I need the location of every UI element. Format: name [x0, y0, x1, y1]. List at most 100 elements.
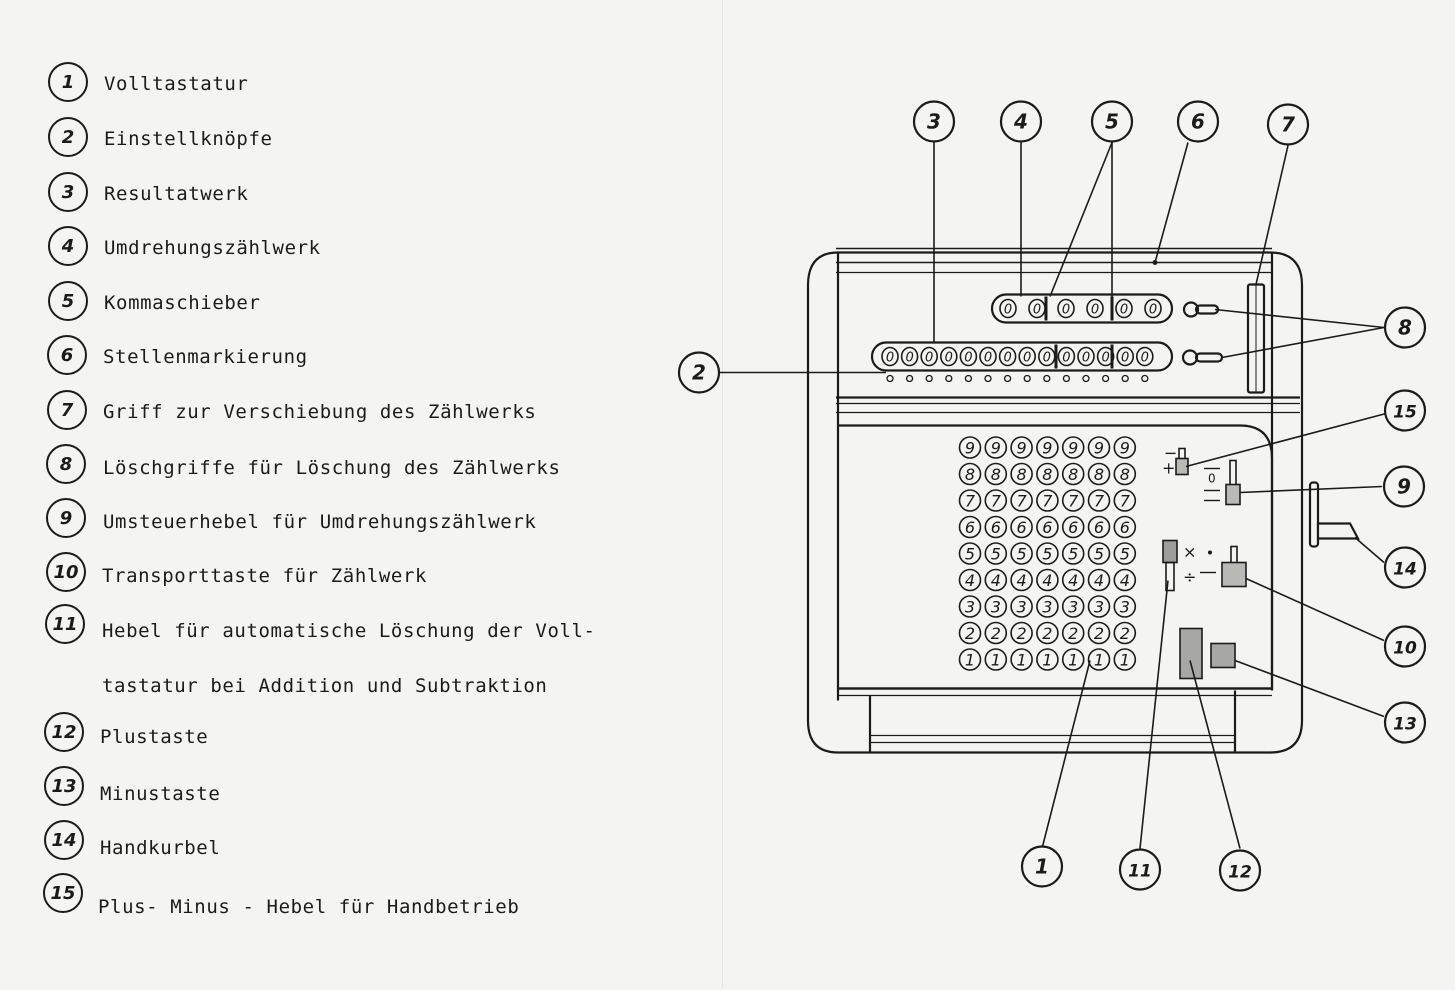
key-1[interactable]: 1 — [1061, 648, 1085, 671]
svg-text:8: 8 — [965, 465, 975, 484]
key-8[interactable]: 8 — [1113, 462, 1137, 486]
operation-symbols: − + × ÷ 0 — [1162, 444, 1216, 587]
key-1[interactable]: 1 — [1087, 648, 1111, 671]
key-6[interactable]: 6 — [1010, 515, 1033, 539]
counter-digit: 0 — [1057, 298, 1075, 319]
svg-text:3: 3 — [927, 110, 941, 134]
setting-knob[interactable] — [1062, 374, 1071, 383]
key-2[interactable]: 2 — [984, 621, 1008, 645]
key-7[interactable]: 7 — [1087, 489, 1111, 512]
setting-knob[interactable] — [1082, 374, 1090, 383]
setting-knob[interactable] — [905, 374, 914, 383]
svg-text:5: 5 — [1068, 545, 1078, 564]
key-2[interactable]: 2 — [1036, 621, 1059, 645]
hand-crank-shaft — [1308, 481, 1320, 548]
result-digit: 0 — [1018, 346, 1036, 367]
setting-knob[interactable] — [925, 374, 933, 383]
key-5[interactable]: 5 — [1113, 542, 1137, 565]
key-7[interactable]: 7 — [1113, 489, 1137, 512]
legend-item-6: 6 Stellenmarkierung — [0, 335, 700, 375]
key-1[interactable]: 1 — [984, 648, 1008, 671]
setting-knob[interactable] — [1043, 374, 1051, 383]
key-8[interactable]: 8 — [1061, 462, 1085, 486]
key-2[interactable]: 2 — [1061, 621, 1085, 645]
result-digit: 0 — [939, 346, 958, 367]
key-9[interactable]: 9 — [958, 436, 982, 459]
setting-knob[interactable] — [886, 374, 894, 383]
key-4[interactable]: 4 — [1087, 568, 1111, 592]
setting-knob[interactable] — [945, 374, 953, 383]
key-7[interactable]: 7 — [984, 489, 1008, 512]
counter-digit: 0 — [1086, 298, 1104, 319]
key-5[interactable]: 5 — [1061, 542, 1085, 565]
key-1[interactable]: 1 — [1113, 648, 1137, 671]
key-8[interactable]: 8 — [1036, 462, 1059, 486]
key-6[interactable]: 6 — [1113, 515, 1137, 539]
svg-text:0: 0 — [1062, 351, 1070, 366]
key-9[interactable]: 9 — [984, 436, 1008, 459]
key-6[interactable]: 6 — [1087, 515, 1111, 539]
key-6[interactable]: 6 — [958, 515, 982, 539]
key-5[interactable]: 5 — [984, 542, 1008, 565]
key-9[interactable]: 9 — [1010, 436, 1033, 459]
svg-text:7: 7 — [965, 492, 976, 511]
setting-knob[interactable] — [964, 374, 973, 383]
svg-text:9: 9 — [991, 439, 1001, 458]
key-1[interactable]: 1 — [1036, 648, 1059, 671]
key-2[interactable]: 2 — [1087, 621, 1111, 645]
key-3[interactable]: 3 — [958, 595, 982, 618]
key-1[interactable]: 1 — [1010, 648, 1033, 671]
key-5[interactable]: 5 — [1036, 542, 1059, 565]
callout-13: 13 — [1383, 701, 1427, 744]
setting-knob[interactable] — [1023, 374, 1031, 383]
key-8[interactable]: 8 — [1087, 462, 1111, 486]
key-4[interactable]: 4 — [1061, 568, 1085, 592]
key-3[interactable]: 3 — [1087, 595, 1111, 618]
key-5[interactable]: 5 — [958, 542, 982, 565]
key-9[interactable]: 9 — [1087, 436, 1111, 459]
setting-knob[interactable] — [1121, 374, 1129, 383]
key-6[interactable]: 6 — [984, 515, 1008, 539]
setting-knob[interactable] — [1141, 374, 1149, 383]
key-8[interactable]: 8 — [958, 462, 982, 486]
key-7[interactable]: 7 — [1061, 489, 1085, 512]
key-6[interactable]: 6 — [1061, 515, 1085, 539]
svg-text:4: 4 — [1120, 571, 1130, 590]
key-1[interactable]: 1 — [958, 648, 982, 671]
key-8[interactable]: 8 — [1010, 462, 1033, 486]
key-3[interactable]: 3 — [1010, 595, 1033, 618]
key-7[interactable]: 7 — [1010, 489, 1033, 512]
callout-2: 2 — [677, 351, 721, 394]
key-3[interactable]: 3 — [1061, 595, 1085, 618]
key-9[interactable]: 9 — [1061, 436, 1085, 459]
key-3[interactable]: 3 — [1036, 595, 1059, 618]
key-4[interactable]: 4 — [1036, 568, 1059, 592]
svg-text:0: 0 — [964, 351, 972, 366]
key-5[interactable]: 5 — [1087, 542, 1111, 565]
callout-10-badge: 10 — [46, 552, 86, 592]
times-symbol: × — [1183, 543, 1196, 562]
key-3[interactable]: 3 — [1113, 595, 1137, 618]
setting-knob[interactable] — [984, 374, 992, 383]
key-7[interactable]: 7 — [1036, 489, 1059, 512]
key-9[interactable]: 9 — [1113, 436, 1137, 459]
setting-knob[interactable] — [1101, 374, 1110, 383]
key-2[interactable]: 2 — [958, 621, 982, 645]
key-4[interactable]: 4 — [1113, 568, 1137, 592]
setting-knob[interactable] — [1003, 374, 1012, 383]
key-6[interactable]: 6 — [1036, 515, 1059, 539]
key-3[interactable]: 3 — [984, 595, 1008, 618]
key-8[interactable]: 8 — [984, 462, 1008, 486]
key-2[interactable]: 2 — [1010, 621, 1033, 645]
svg-text:0: 0 — [1004, 303, 1012, 318]
key-9[interactable]: 9 — [1036, 436, 1059, 459]
legend-item-11: 11 Hebel für automatische Löschung der V… — [0, 604, 700, 704]
key-2[interactable]: 2 — [1113, 621, 1137, 645]
key-4[interactable]: 4 — [958, 568, 982, 592]
zero-symbol: 0 — [1208, 472, 1216, 486]
key-4[interactable]: 4 — [1010, 568, 1033, 592]
key-7[interactable]: 7 — [958, 489, 982, 512]
legend-text-minustaste: Minustaste — [100, 783, 221, 805]
key-4[interactable]: 4 — [984, 568, 1008, 592]
key-5[interactable]: 5 — [1010, 542, 1033, 565]
